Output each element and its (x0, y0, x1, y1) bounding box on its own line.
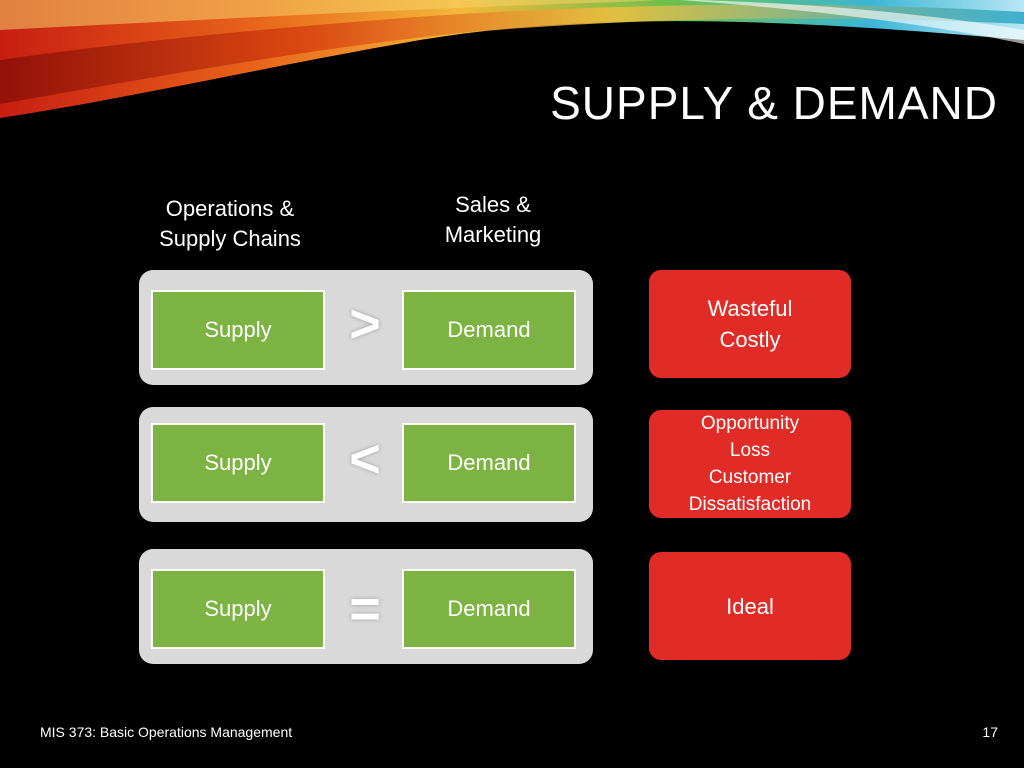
comparison-row-1: Supply > Demand (139, 270, 593, 385)
demand-box: Demand (402, 290, 576, 370)
greater-than-symbol: > (349, 294, 381, 354)
equals-symbol: = (349, 579, 381, 639)
outcome-box-1: Wasteful Costly (649, 270, 851, 378)
supply-box: Supply (151, 569, 325, 649)
outcome-box-2: Opportunity Loss Customer Dissatisfactio… (649, 410, 851, 518)
demand-box: Demand (402, 569, 576, 649)
header-sales: Sales & Marketing (444, 192, 542, 247)
footer-course: MIS 373: Basic Operations Management (40, 724, 293, 740)
decorative-swoosh (0, 0, 1024, 118)
demand-box: Demand (402, 423, 576, 503)
less-than-symbol: < (349, 429, 381, 489)
comparison-row-3: Supply = Demand (139, 549, 593, 664)
slide-title: SUPPLY & DEMAND (550, 77, 998, 129)
supply-box: Supply (151, 423, 325, 503)
supply-box: Supply (151, 290, 325, 370)
outcome-box-3: Ideal (649, 552, 851, 660)
comparison-row-2: Supply < Demand (139, 407, 593, 522)
header-operations: Operations & Supply Chains (159, 196, 301, 251)
page-number: 17 (982, 724, 998, 740)
